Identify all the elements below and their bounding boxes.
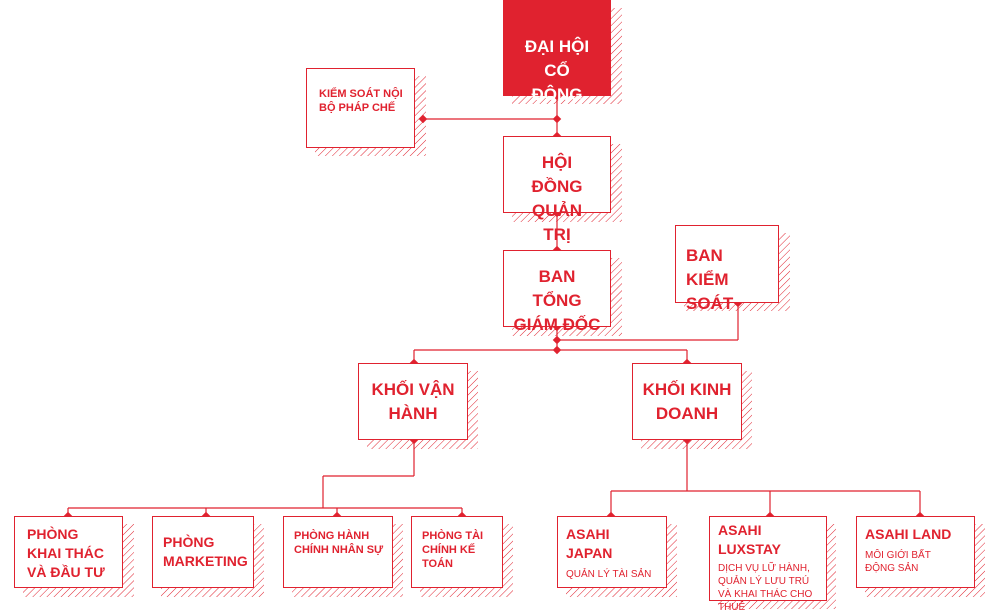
node-board-label: HỘI ĐỒNG QUẢN TRỊ <box>531 153 583 244</box>
node-investment-label: PHÒNG KHAI THÁC VÀ ĐẦU TƯ <box>27 526 105 580</box>
node-operations: KHỐI VẬN HÀNH <box>358 363 468 440</box>
node-internal-control: KIỂM SOÁT NỘI BỘ PHÁP CHẾ <box>306 68 415 148</box>
asahi-japan-desc: QUẢN LÝ TÀI SẢN <box>566 569 652 580</box>
node-shareholders: ĐẠI HỘI CỔ ĐÔNG <box>503 0 611 104</box>
node-investment: PHÒNG KHAI THÁC VÀ ĐẦU TƯ <box>14 516 123 588</box>
node-operations-label: KHỐI VẬN HÀNH <box>371 380 455 423</box>
node-finance: PHÒNG TÀI CHÍNH KẾ TOÁN <box>411 516 503 588</box>
node-ceo-board-label: BAN TỔNG GIÁM ĐỐC <box>513 267 601 334</box>
asahi-japan-title: ASAHI JAPAN <box>566 526 613 561</box>
node-board: HỘI ĐỒNG QUẢN TRỊ <box>503 136 611 244</box>
junction-markers <box>63 91 925 521</box>
node-shareholders-label: ĐẠI HỘI CỔ ĐÔNG <box>524 37 590 104</box>
asahi-land-title: ASAHI LAND <box>865 526 952 542</box>
node-hr: PHÒNG HÀNH CHÍNH NHÂN SỰ <box>283 516 393 588</box>
asahi-land-desc: MÔI GIỚI BẤT ĐỘNG SẢN <box>865 550 931 574</box>
node-asahi-luxstay: ASAHI LUXSTAY DỊCH VỤ LỮ HÀNH, QUẢN LÝ L… <box>709 516 827 613</box>
node-internal-control-label: KIỂM SOÁT NỘI BỘ PHÁP CHẾ <box>319 88 403 114</box>
node-hr-label: PHÒNG HÀNH CHÍNH NHÂN SỰ <box>294 530 384 556</box>
node-supervisory-label: BAN KIỂM SOÁT <box>686 246 734 313</box>
node-marketing-label: PHÒNG MARKETING <box>163 534 248 569</box>
node-marketing: PHÒNG MARKETING <box>152 516 254 588</box>
connector-lines <box>67 96 921 516</box>
node-finance-label: PHÒNG TÀI CHÍNH KẾ TOÁN <box>422 530 484 570</box>
asahi-luxstay-desc: DỊCH VỤ LỮ HÀNH, QUẢN LÝ LƯU TRÚ VÀ KHAI… <box>718 563 813 613</box>
node-asahi-land: ASAHI LAND MÔI GIỚI BẤT ĐỘNG SẢN <box>856 516 975 588</box>
node-asahi-japan: ASAHI JAPAN QUẢN LÝ TÀI SẢN <box>557 516 667 588</box>
node-ceo-board: BAN TỔNG GIÁM ĐỐC <box>503 250 611 334</box>
node-business: KHỐI KINH DOANH <box>632 363 742 440</box>
node-business-label: KHỐI KINH DOANH <box>642 380 732 423</box>
node-supervisory: BAN KIỂM SOÁT <box>675 225 779 313</box>
asahi-luxstay-title: ASAHI LUXSTAY <box>718 522 782 557</box>
